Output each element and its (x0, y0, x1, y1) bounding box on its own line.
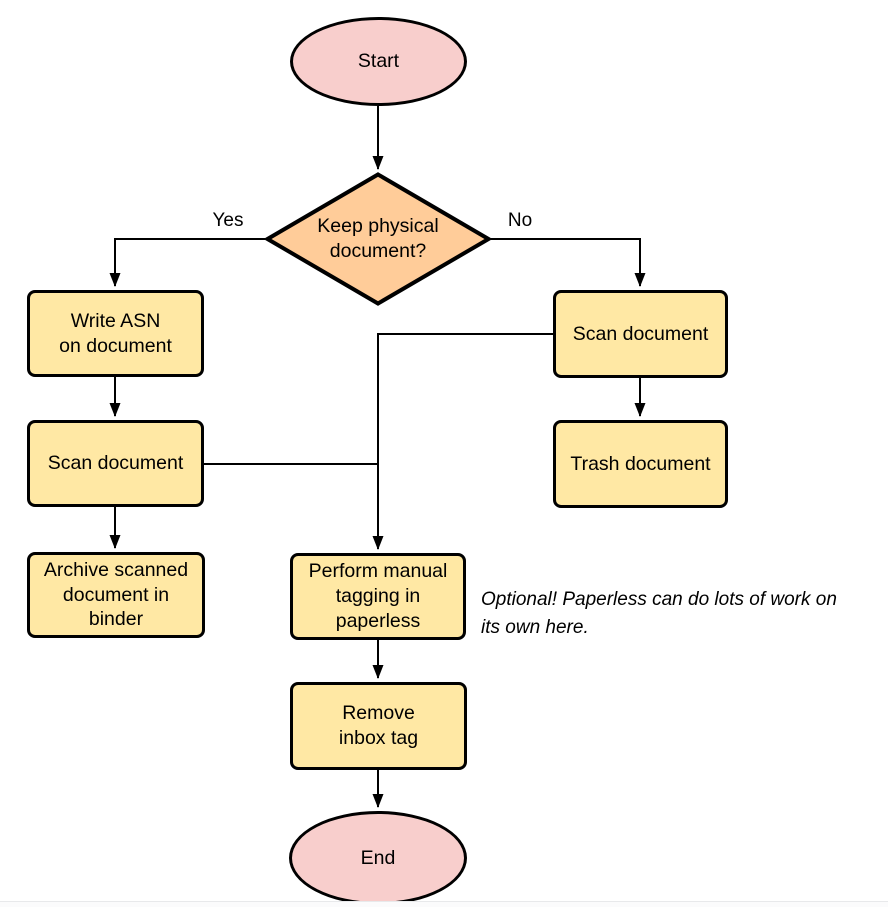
edge-decision-no-to-scan-right (491, 238, 646, 287)
edge-decision-yes-to-write-asn (109, 238, 265, 287)
decision-diamond-shape (265, 172, 491, 306)
node-decision: Keep physical document? (265, 172, 491, 306)
edge-scan-right-to-tagging (372, 333, 553, 550)
node-remove-inbox-tag: Remove inbox tag (290, 682, 467, 770)
node-start-label: Start (357, 50, 400, 73)
node-trash-document-label: Trash document (570, 452, 711, 475)
node-decision-label: Keep physical document? (317, 214, 439, 262)
node-write-asn-label: Write ASN on document (59, 309, 172, 357)
node-scan-document-right-label: Scan document (572, 322, 709, 345)
page-bottom-divider (0, 901, 888, 902)
node-archive-scanned: Archive scanned document in binder (27, 552, 205, 638)
optional-note: Optional! Paperless can do lots of work … (481, 589, 837, 638)
node-remove-inbox-tag-label: Remove inbox tag (338, 702, 419, 749)
node-scan-document-left-label: Scan document (47, 452, 184, 475)
node-write-asn: Write ASN on document (27, 290, 204, 377)
node-manual-tagging-label: Perform manual tagging in paperless (308, 560, 448, 632)
node-end: End (289, 811, 467, 905)
node-scan-document-right: Scan document (553, 290, 728, 378)
node-end-label: End (360, 846, 396, 869)
node-archive-scanned-label: Archive scanned document in binder (43, 558, 189, 631)
node-trash-document: Trash document (553, 420, 728, 508)
edge-label-yes: Yes (212, 210, 244, 231)
node-manual-tagging: Perform manual tagging in paperless (290, 553, 466, 640)
node-start: Start (290, 17, 467, 106)
page-bottom-area (0, 902, 888, 907)
edge-label-no: No (507, 210, 533, 231)
node-scan-document-left: Scan document (27, 420, 204, 507)
